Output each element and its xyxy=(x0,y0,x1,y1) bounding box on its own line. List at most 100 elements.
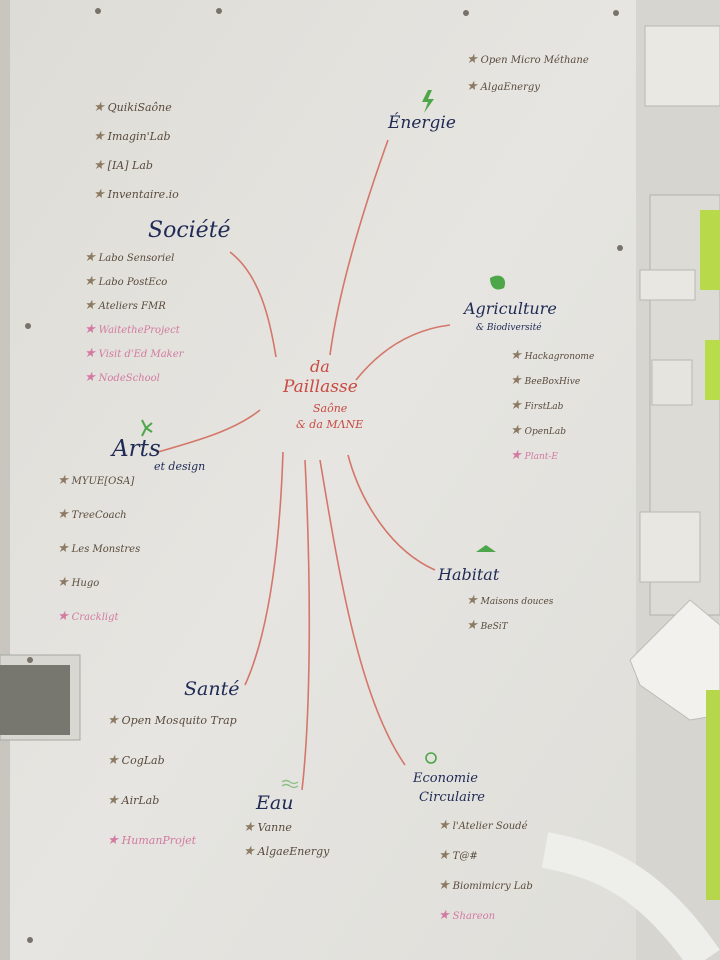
item-label: Open Mosquito Trap xyxy=(121,714,237,727)
item-sante-2: ★AirLab xyxy=(107,793,159,808)
star-icon: ★ xyxy=(93,129,105,144)
star-icon: ★ xyxy=(84,298,96,313)
star-icon: ★ xyxy=(107,793,119,808)
item-arts-2: ★Les Monstres xyxy=(57,541,140,556)
item-label: l'Atelier Soudé xyxy=(452,821,528,832)
star-icon: ★ xyxy=(107,753,119,768)
item-label: Les Monstres xyxy=(71,544,141,555)
item-societe_top-2: ★[IA] Lab xyxy=(93,158,153,173)
item-label: MYUE[OSA] xyxy=(71,476,135,487)
item-societe_top-0: ★QuikiSaône xyxy=(93,100,172,115)
item-agriculture-3: ★OpenLab xyxy=(510,423,566,438)
mind-map-branches xyxy=(157,139,451,791)
item-habitat-0: ★Maisons douces xyxy=(466,593,553,608)
star-icon: ★ xyxy=(438,878,450,893)
star-icon: ★ xyxy=(510,398,522,413)
item-label: AlgaEnergy xyxy=(480,82,540,93)
drawer-2 xyxy=(651,359,693,406)
item-sante-3: ★HumanProjet xyxy=(107,833,196,848)
item-label: NodeSchool xyxy=(98,373,160,384)
item-societe-4: ★Visit d'Ed Maker xyxy=(84,346,183,361)
item-label: Labo Sensoriel xyxy=(98,253,175,264)
item-label: Ateliers FMR xyxy=(98,301,166,312)
category-societe: Société xyxy=(148,218,231,243)
star-icon: ★ xyxy=(438,818,450,833)
star-icon: ★ xyxy=(57,507,69,522)
star-icon: ★ xyxy=(466,52,478,67)
star-icon: ★ xyxy=(438,908,450,923)
item-label: TreeCoach xyxy=(71,510,127,521)
metal-latch xyxy=(0,665,70,735)
item-societe-1: ★Labo PostEco xyxy=(84,274,167,289)
item-societe_top-3: ★Inventaire.io xyxy=(93,187,179,202)
recycle-icon xyxy=(425,752,437,764)
star-icon: ★ xyxy=(107,833,119,848)
item-label: Inventaire.io xyxy=(107,188,179,201)
item-label: WaitetheProject xyxy=(98,325,180,336)
category-energie: Énergie xyxy=(388,113,456,133)
star-icon: ★ xyxy=(57,609,69,624)
star-icon: ★ xyxy=(243,820,255,835)
item-label: BeSiT xyxy=(480,622,508,632)
shelf-top xyxy=(644,25,720,107)
paper-note xyxy=(629,599,720,721)
item-economie-3: ★Shareon xyxy=(438,908,495,923)
item-energie-1: ★AlgaEnergy xyxy=(466,79,540,94)
item-label: Maisons douces xyxy=(480,597,554,607)
item-arts-4: ★Crackligt xyxy=(57,609,119,624)
item-label: Vanne xyxy=(257,821,292,834)
center-line-2: Paillasse xyxy=(283,377,358,397)
item-societe-3: ★WaitetheProject xyxy=(84,322,180,337)
star-icon: ★ xyxy=(466,593,478,608)
item-societe-5: ★NodeSchool xyxy=(84,370,160,385)
item-sante-1: ★CogLab xyxy=(107,753,165,768)
star-icon: ★ xyxy=(57,541,69,556)
star-icon: ★ xyxy=(93,100,105,115)
item-societe-0: ★Labo Sensoriel xyxy=(84,250,174,265)
star-icon: ★ xyxy=(84,274,96,289)
item-arts-0: ★MYUE[OSA] xyxy=(57,473,134,488)
item-label: Visit d'Ed Maker xyxy=(98,349,184,360)
white-cable xyxy=(541,832,720,960)
item-economie-0: ★l'Atelier Soudé xyxy=(438,818,528,833)
center-line-3: Saône xyxy=(313,402,348,415)
item-energie-0: ★Open Micro Méthane xyxy=(466,52,589,67)
item-label: BeeBoxHive xyxy=(524,377,581,387)
item-economie-2: ★Biomimicry Lab xyxy=(438,878,533,893)
category-agriculture-sub: & Biodiversité xyxy=(476,323,542,333)
item-label: AlgaeEnergy xyxy=(257,845,330,858)
category-arts: Arts xyxy=(112,436,161,462)
house-icon xyxy=(476,545,496,552)
item-eau-0: ★Vanne xyxy=(243,820,292,835)
item-label: T@# xyxy=(452,851,478,862)
category-economie-1: Economie xyxy=(413,771,478,786)
star-icon: ★ xyxy=(510,373,522,388)
item-agriculture-2: ★FirstLab xyxy=(510,398,563,413)
item-label: Shareon xyxy=(452,911,496,922)
star-icon: ★ xyxy=(93,187,105,202)
item-eau-1: ★AlgaeEnergy xyxy=(243,844,329,859)
star-icon: ★ xyxy=(84,250,96,265)
star-icon: ★ xyxy=(84,370,96,385)
item-label: Hugo xyxy=(71,578,100,589)
item-label: Imagin'Lab xyxy=(107,130,171,143)
item-agriculture-1: ★BeeBoxHive xyxy=(510,373,580,388)
drawer-1 xyxy=(639,269,696,301)
item-label: [IA] Lab xyxy=(107,159,153,172)
item-agriculture-4: ★Plant-E xyxy=(510,448,558,463)
item-label: Plant-E xyxy=(524,452,558,462)
sticky-note-green-3 xyxy=(706,690,720,900)
center-line-1: da xyxy=(310,357,330,376)
category-economie-2: Circulaire xyxy=(419,790,485,805)
item-label: OpenLab xyxy=(524,427,567,437)
item-economie-1: ★T@# xyxy=(438,848,478,863)
item-agriculture-0: ★Hackagronome xyxy=(510,348,594,363)
item-label: Crackligt xyxy=(71,612,119,623)
category-sante: Santé xyxy=(184,678,240,700)
item-label: CogLab xyxy=(121,754,165,767)
sprout-icon xyxy=(141,419,153,437)
item-arts-3: ★Hugo xyxy=(57,575,99,590)
sticky-note-green-2 xyxy=(705,340,720,400)
category-habitat: Habitat xyxy=(438,565,500,584)
